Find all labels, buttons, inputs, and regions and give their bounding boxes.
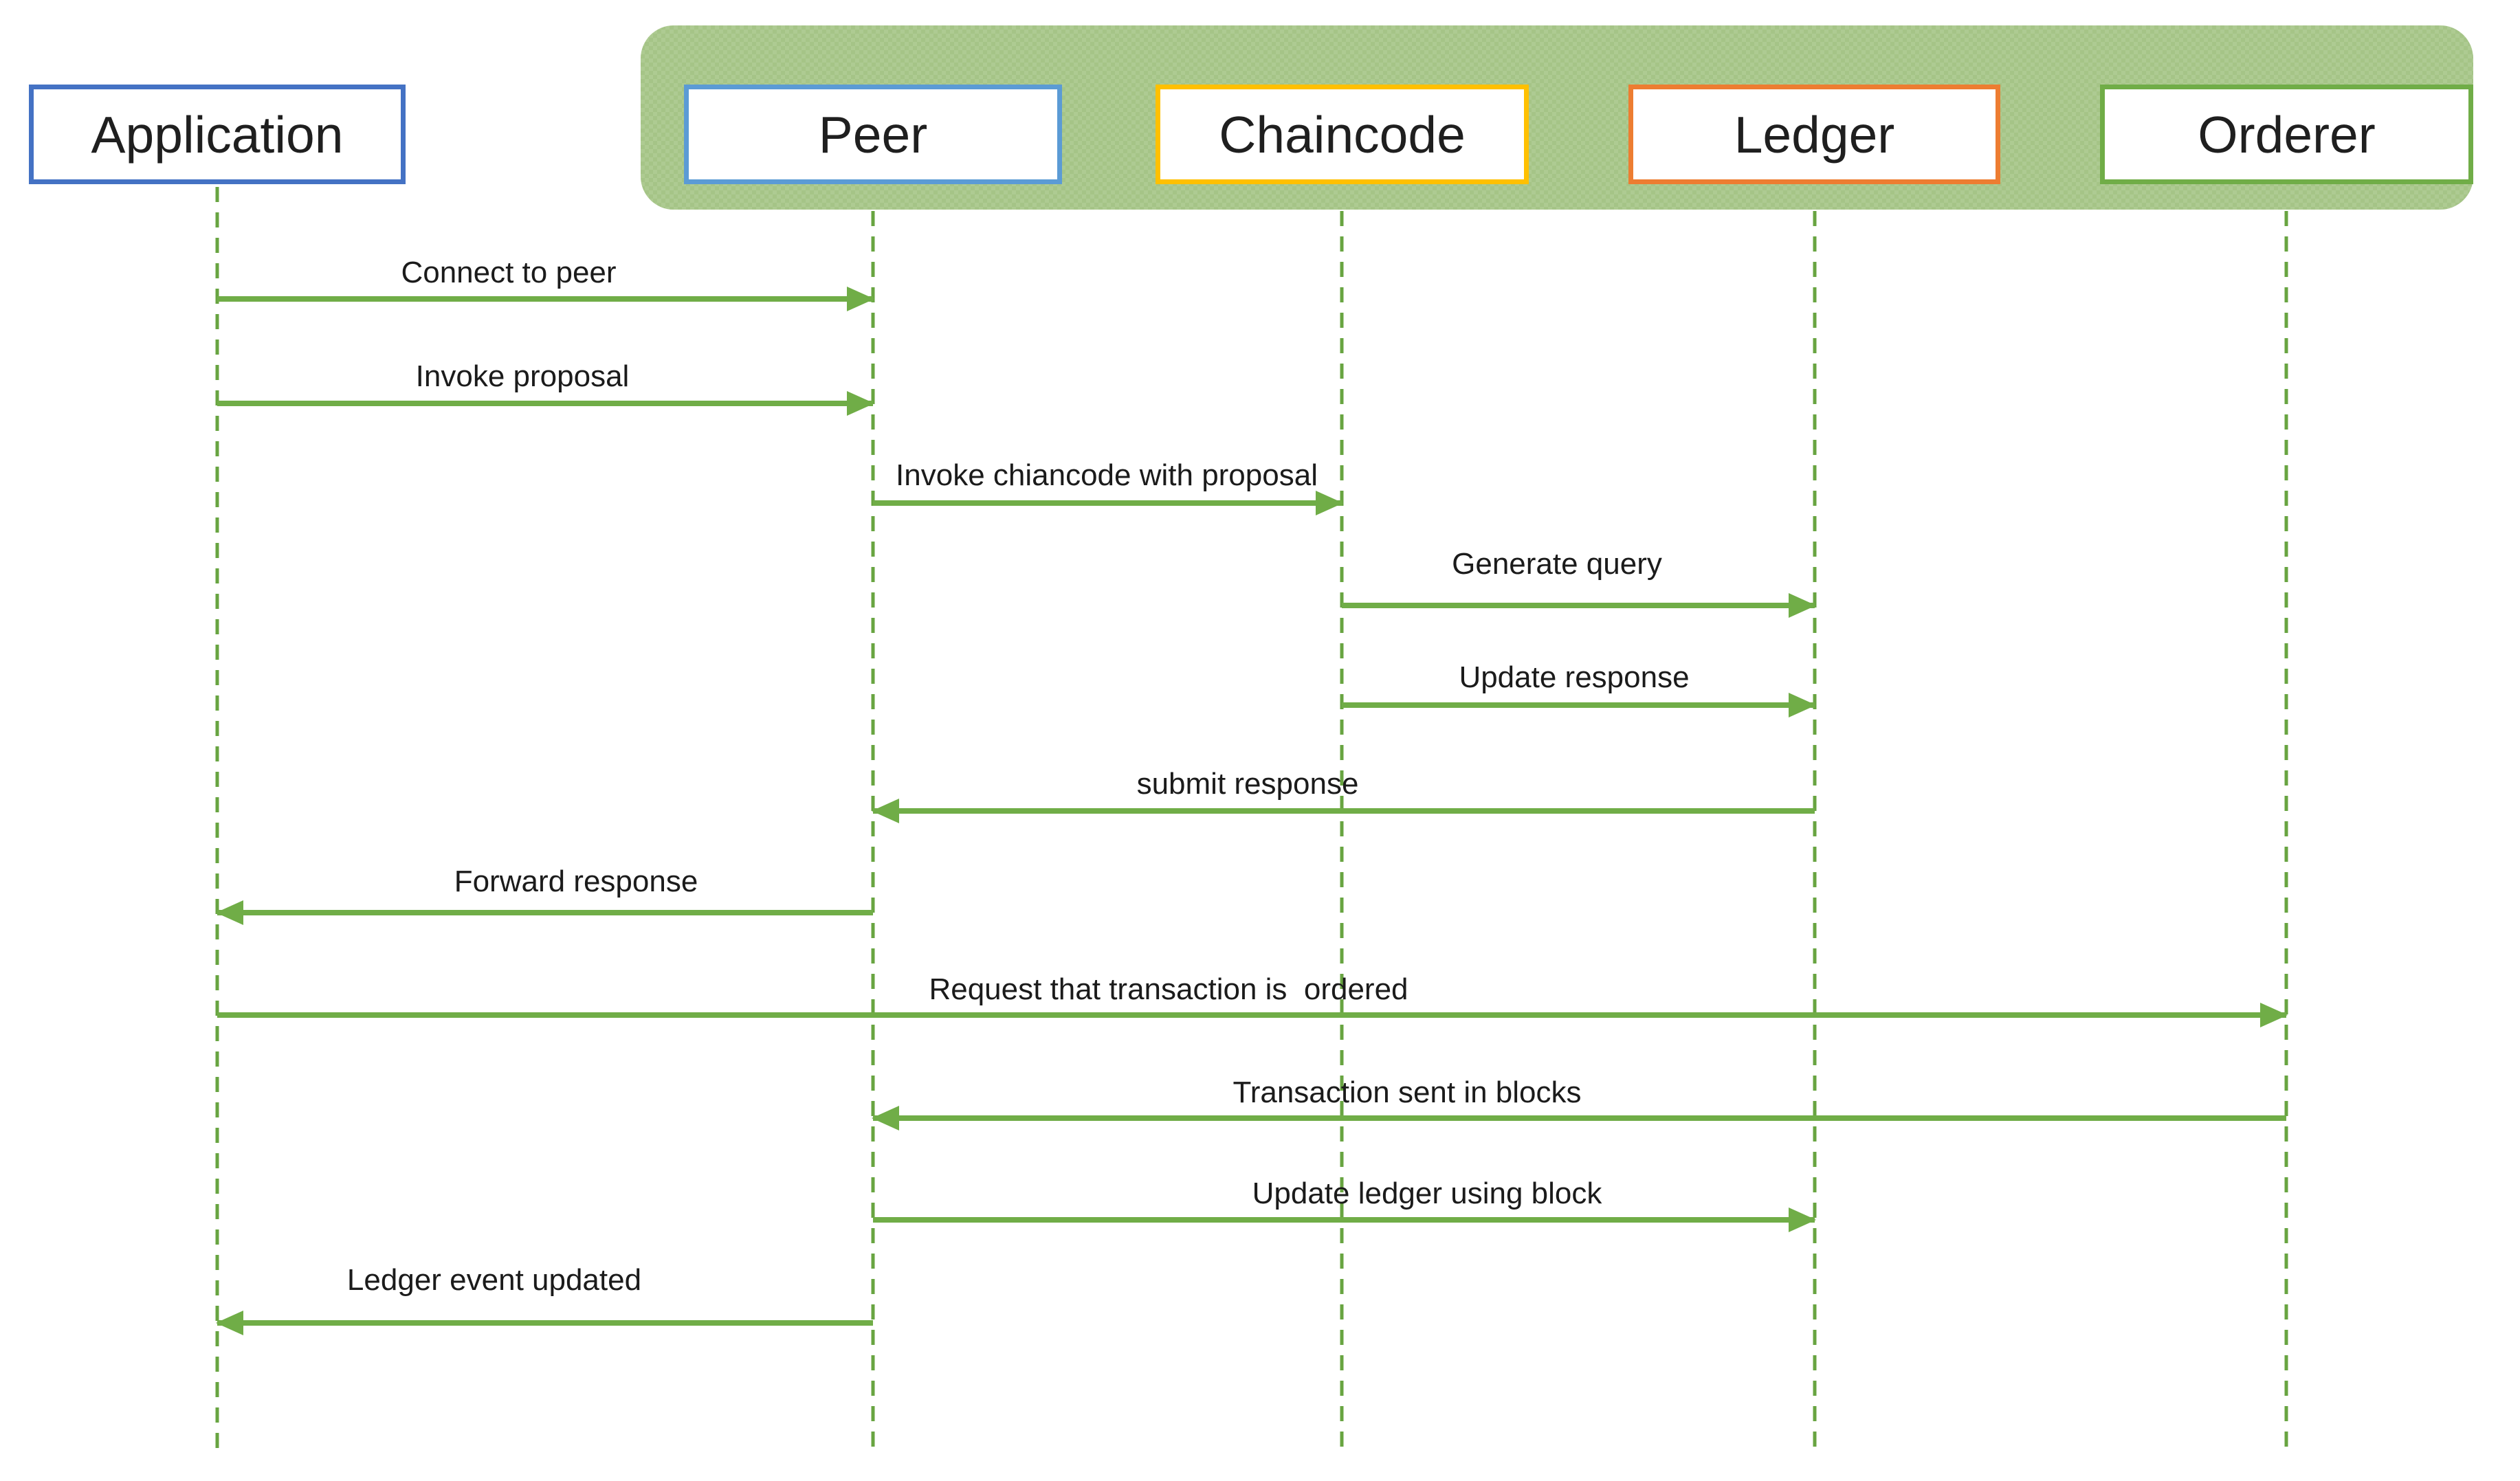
message-label-6: submit response	[1136, 767, 1359, 801]
message-label-7: Forward response	[454, 865, 698, 898]
message-label-5: Update response	[1459, 660, 1690, 694]
actor-label-ledger: Ledger	[1734, 105, 1895, 164]
actor-label-orderer: Orderer	[2198, 105, 2376, 164]
message-label-2: Invoke proposal	[415, 359, 630, 393]
actor-label-chaincode: Chaincode	[1219, 105, 1466, 164]
actor-label-peer: Peer	[818, 105, 928, 164]
message-label-10: Update ledger using block	[1252, 1177, 1602, 1210]
actor-box-ledger: Ledger	[1628, 85, 2000, 184]
actor-box-peer: Peer	[684, 85, 1062, 184]
message-label-8: Request that transaction is ordered	[929, 972, 1408, 1006]
message-label-9: Transaction sent in blocks	[1233, 1076, 1582, 1109]
message-label-1: Connect to peer	[401, 256, 617, 289]
actor-box-chaincode: Chaincode	[1156, 85, 1529, 184]
actor-box-application: Application	[29, 85, 406, 184]
message-label-4: Generate query	[1452, 547, 1662, 581]
actor-label-application: Application	[91, 105, 344, 164]
message-label-3: Invoke chiancode with proposal	[896, 458, 1318, 492]
actor-box-orderer: Orderer	[2100, 85, 2473, 184]
message-label-11: Ledger event updated	[346, 1263, 642, 1297]
